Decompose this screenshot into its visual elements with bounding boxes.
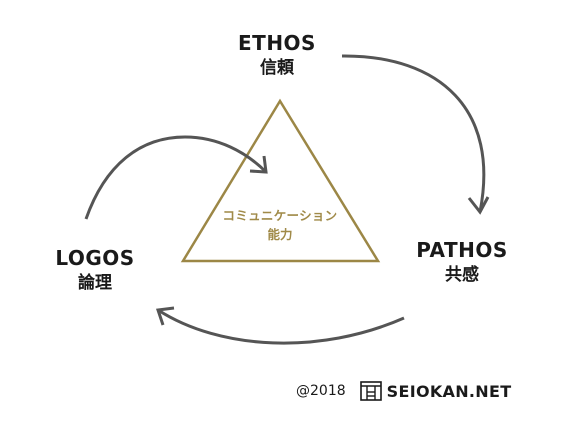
arrow-logos-to-center: [84, 135, 268, 220]
ethos-title: ETHOS: [238, 31, 316, 55]
copyright-text: @2018: [296, 383, 346, 399]
seiokan-logo-icon: [359, 381, 382, 401]
center-label: コミュニケーション 能力: [196, 208, 364, 243]
ethos-subtitle: 信頼: [260, 58, 294, 78]
ethos-label: ETHOS 信頼: [222, 31, 332, 79]
arrowhead-logos-to-center: [249, 155, 268, 174]
center-label-line1: コミュニケーション: [222, 208, 338, 223]
pathos-title: PATHOS: [416, 238, 508, 262]
arrow-pathos-to-logos: [157, 308, 405, 345]
site-name: SEIOKAN.NET: [386, 381, 512, 401]
communication-triangle: [180, 98, 381, 263]
arrowhead-ethos-to-pathos: [467, 196, 490, 215]
arrow-ethos-to-pathos: [341, 54, 486, 213]
footer: @2018 SEIOKAN.NET: [296, 380, 511, 402]
logos-title: LOGOS: [55, 246, 135, 270]
logos-subtitle: 論理: [78, 273, 112, 293]
pathos-subtitle: 共感: [445, 265, 479, 285]
pathos-label: PATHOS 共感: [402, 238, 522, 286]
logos-label: LOGOS 論理: [40, 246, 150, 294]
center-label-line2: 能力: [267, 227, 293, 242]
arrowhead-pathos-to-logos: [155, 306, 175, 326]
